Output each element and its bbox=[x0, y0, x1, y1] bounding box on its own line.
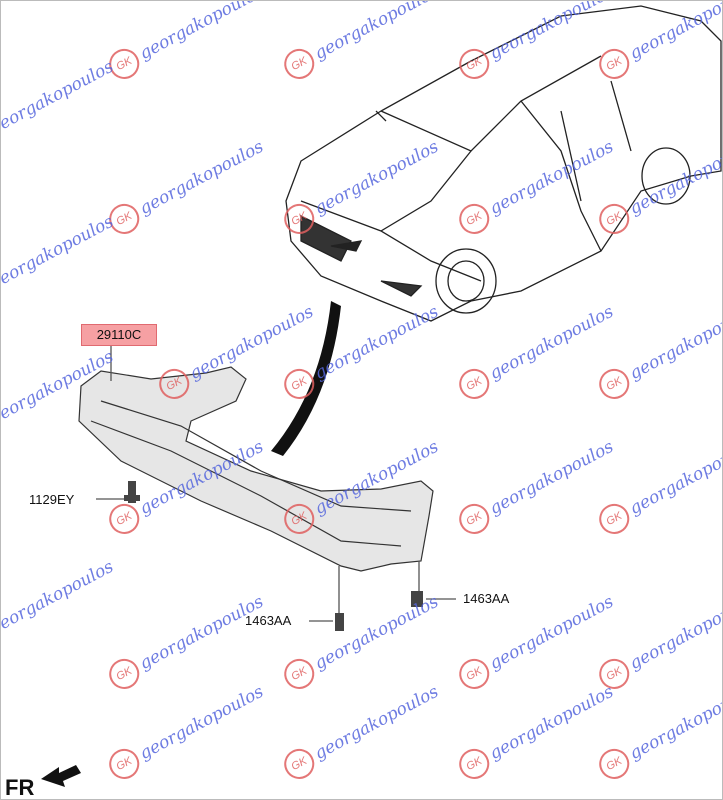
part-label-29110c[interactable]: 29110C bbox=[81, 324, 157, 346]
part-label-1463aa-right[interactable]: 1463AA bbox=[463, 591, 510, 606]
bolt-1129ey bbox=[124, 481, 140, 503]
pointer-arrow bbox=[271, 301, 341, 456]
leader-lines bbox=[96, 344, 456, 622]
front-indicator-label: FR bbox=[5, 775, 35, 800]
car-illustration bbox=[285, 5, 722, 322]
clip-1463aa-bottom bbox=[335, 613, 344, 631]
under-cover-panel bbox=[78, 366, 434, 572]
part-label-1463aa-bottom[interactable]: 1463AA bbox=[245, 613, 292, 628]
part-label-1129ey[interactable]: 1129EY bbox=[29, 492, 75, 507]
front-arrow-icon bbox=[41, 765, 81, 787]
clip-1463aa-right bbox=[411, 591, 423, 607]
